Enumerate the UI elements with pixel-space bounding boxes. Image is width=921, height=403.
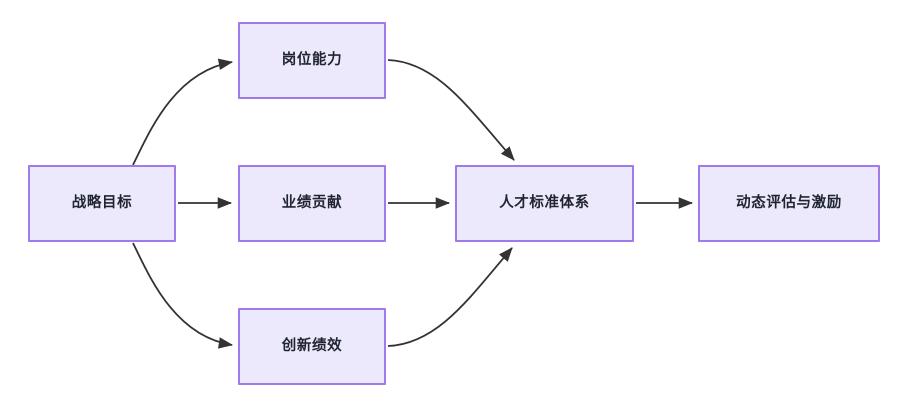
- node-strategy-label: 战略目标: [71, 194, 133, 211]
- node-innovation[interactable]: 创新绩效: [238, 308, 386, 385]
- edge-strategy-to-competency: [132, 58, 234, 166]
- edge-competency-to-talentstd: [387, 59, 515, 161]
- edge-strategy-to-innovation: [132, 242, 234, 349]
- node-strategy[interactable]: 战略目标: [28, 165, 176, 242]
- node-talent-standard-system[interactable]: 人才标准体系: [455, 165, 634, 242]
- node-dynamic-evaluation-incentive[interactable]: 动态评估与激励: [698, 165, 880, 242]
- edge-innovation-to-talentstd: [387, 247, 513, 347]
- node-talent-standard-system-label: 人才标准体系: [499, 194, 590, 211]
- node-performance[interactable]: 业绩贡献: [238, 165, 386, 242]
- node-innovation-label: 创新绩效: [281, 337, 343, 354]
- node-competency[interactable]: 岗位能力: [238, 22, 386, 99]
- node-dynamic-evaluation-incentive-label: 动态评估与激励: [736, 194, 842, 211]
- node-competency-label: 岗位能力: [281, 51, 343, 68]
- node-performance-label: 业绩贡献: [281, 194, 343, 211]
